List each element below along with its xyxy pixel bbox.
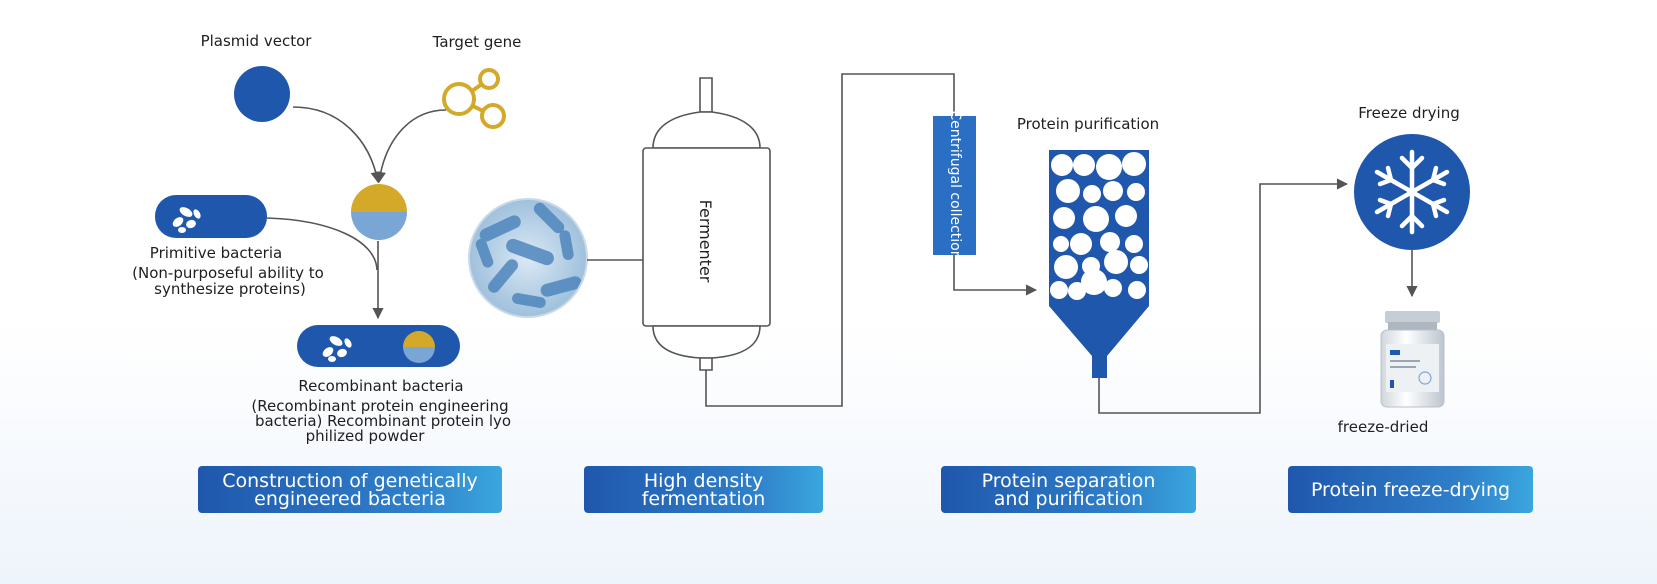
hybrid-plasmid-icon [351, 184, 407, 240]
stage-separation-line1: Protein separation [981, 469, 1156, 492]
recombinant-bacteria-pill [297, 325, 460, 367]
purification-column [1049, 150, 1149, 378]
hybrid-plasmid-small-icon [403, 331, 435, 363]
freeze-dried-vial-image [1380, 311, 1445, 408]
freeze-dried-label: freeze-dried [1338, 418, 1429, 436]
centrifugal-collection-box [933, 116, 976, 255]
plasmid-to-hybrid-arrow [292, 106, 382, 184]
fermenter-label: Fermenter [696, 200, 715, 283]
fermenter-to-centrifuge-line [705, 73, 955, 407]
plasmid-vector-label: Plasmid vector [201, 32, 313, 50]
recombinant-note-line3: philized powder [306, 427, 426, 445]
snowflake-icon [1354, 134, 1470, 250]
target-gene-label: Target gene [432, 33, 522, 51]
bacteria-cluster-icon [172, 207, 201, 233]
stage-separation-line2: and purification [993, 487, 1144, 510]
gene-to-hybrid-arrow [374, 109, 447, 184]
protein-purification-label: Protein purification [1017, 115, 1159, 133]
bacteria-culture-image [468, 198, 588, 318]
recombinant-note-line1: (Recombinant protein engineering [251, 397, 508, 415]
recombinant-note-line2: bacteria) Recombinant protein lyo [255, 412, 511, 430]
freeze-drying-label: Freeze drying [1358, 104, 1459, 122]
centrifugal-collection-label: Centrifugal collection [947, 110, 963, 259]
primitive-note-line2: synthesize proteins) [154, 280, 306, 298]
bacteria-cluster-icon [322, 336, 352, 362]
stage-construction-line1: Construction of genetically [222, 469, 478, 492]
primitive-curve [266, 217, 378, 271]
centrifuge-to-column-arrow [953, 255, 1038, 296]
primitive-bacteria-label: Primitive bacteria [150, 244, 282, 262]
stage-freeze-drying-banner: Protein freeze-drying [1288, 466, 1533, 513]
stage-fermentation-banner: High density fermentation [584, 466, 823, 513]
target-gene-icon [442, 68, 506, 129]
plasmid-vector-icon [234, 66, 290, 122]
column-to-freeze-arrow [1098, 178, 1349, 414]
stage-separation-banner: Protein separation and purification [941, 466, 1196, 513]
stage-construction-line2: engineered bacteria [254, 487, 446, 510]
fermenter-vessel [642, 77, 771, 371]
primitive-note-line1: (Non-purposeful ability to [132, 264, 324, 282]
recombinant-bacteria-label: Recombinant bacteria [298, 377, 463, 395]
stage-fermentation-line1: High density fermentation [641, 469, 766, 510]
stage-freeze-drying-line1: Protein freeze-drying [1310, 478, 1511, 501]
primitive-bacteria-pill [155, 195, 267, 238]
stage-construction-banner: Construction of genetically engineered b… [198, 466, 502, 513]
